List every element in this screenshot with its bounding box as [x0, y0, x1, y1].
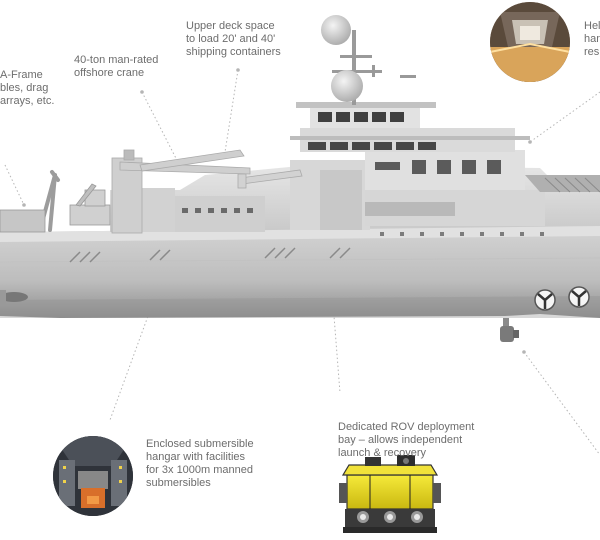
stern-gear — [0, 290, 28, 304]
stern-equipment — [0, 183, 111, 233]
hull-vents — [69, 247, 351, 263]
leader-heli — [529, 91, 600, 143]
leader-thruster — [523, 351, 600, 456]
bow-thruster-icons — [534, 286, 590, 311]
radar-dome-top — [321, 15, 351, 45]
crane — [111, 149, 251, 234]
azimuth-thruster — [500, 318, 519, 342]
callout-heli: Hel han res — [584, 20, 600, 58]
callout-rov-bay: Dedicated ROV deployment bay – allows in… — [338, 421, 475, 459]
callout-submersible-hangar: Enclosed submersible hangar with facilit… — [146, 438, 254, 489]
callout-aframe: A-Frame bles, drag arrays, etc. — [0, 69, 55, 107]
portholes — [380, 232, 544, 236]
hull — [0, 226, 600, 318]
callout-deck-space: Upper deck space to load 20' and 40' shi… — [186, 20, 281, 58]
leader-aframe — [4, 164, 25, 206]
radar-dome-lower — [331, 70, 363, 102]
hull-body — [0, 226, 600, 318]
deck-crane-right — [237, 169, 303, 189]
rov-vehicle-illustration — [339, 455, 441, 533]
mast — [321, 15, 416, 105]
callout-crane: 40-ton man-rated offshore crane — [74, 54, 159, 79]
deck-edge — [0, 226, 600, 242]
submersible-hangar-photo — [53, 436, 133, 516]
leader-deck — [224, 69, 239, 153]
hangar-interior-photo — [490, 2, 570, 82]
leader-crane — [141, 91, 184, 173]
